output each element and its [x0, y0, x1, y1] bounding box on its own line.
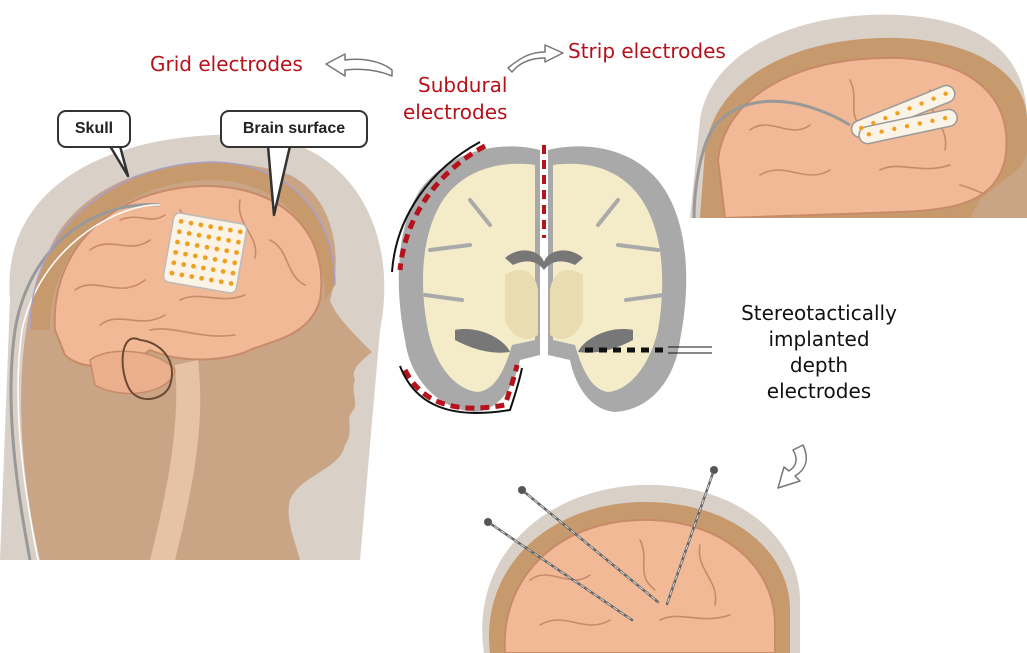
basal-ganglia-left	[505, 270, 538, 339]
arrow-to-grid-electrodes	[326, 54, 392, 76]
strip-electrodes-label: Strip electrodes	[568, 40, 726, 63]
top-right-head-illustration	[690, 15, 1027, 218]
depth-label-line2: implanted	[724, 328, 914, 351]
subdural-label-line2: electrodes	[403, 101, 507, 124]
skull-label: Skull	[75, 120, 113, 138]
depth-label-line1: Stereotactically	[724, 302, 914, 325]
arrow-to-strip-electrodes	[508, 45, 563, 72]
coronal-brain-section	[392, 142, 712, 413]
subdural-label-line1: Subdural	[418, 74, 507, 97]
arrow-to-depth-electrodes	[778, 445, 806, 488]
depth-label-line3: depth	[724, 354, 914, 377]
grid-electrode-pad	[162, 212, 247, 294]
bottom-right-head-illustration	[482, 485, 800, 653]
skull-callout: Skull	[57, 110, 131, 148]
basal-ganglia-right	[550, 270, 583, 339]
brain-surface-label: Brain surface	[243, 120, 345, 138]
brain-surface-callout: Brain surface	[220, 110, 368, 148]
grid-electrodes-label: Grid electrodes	[150, 53, 303, 76]
depth-label-line4: electrodes	[724, 380, 914, 403]
left-head-illustration	[0, 135, 384, 560]
